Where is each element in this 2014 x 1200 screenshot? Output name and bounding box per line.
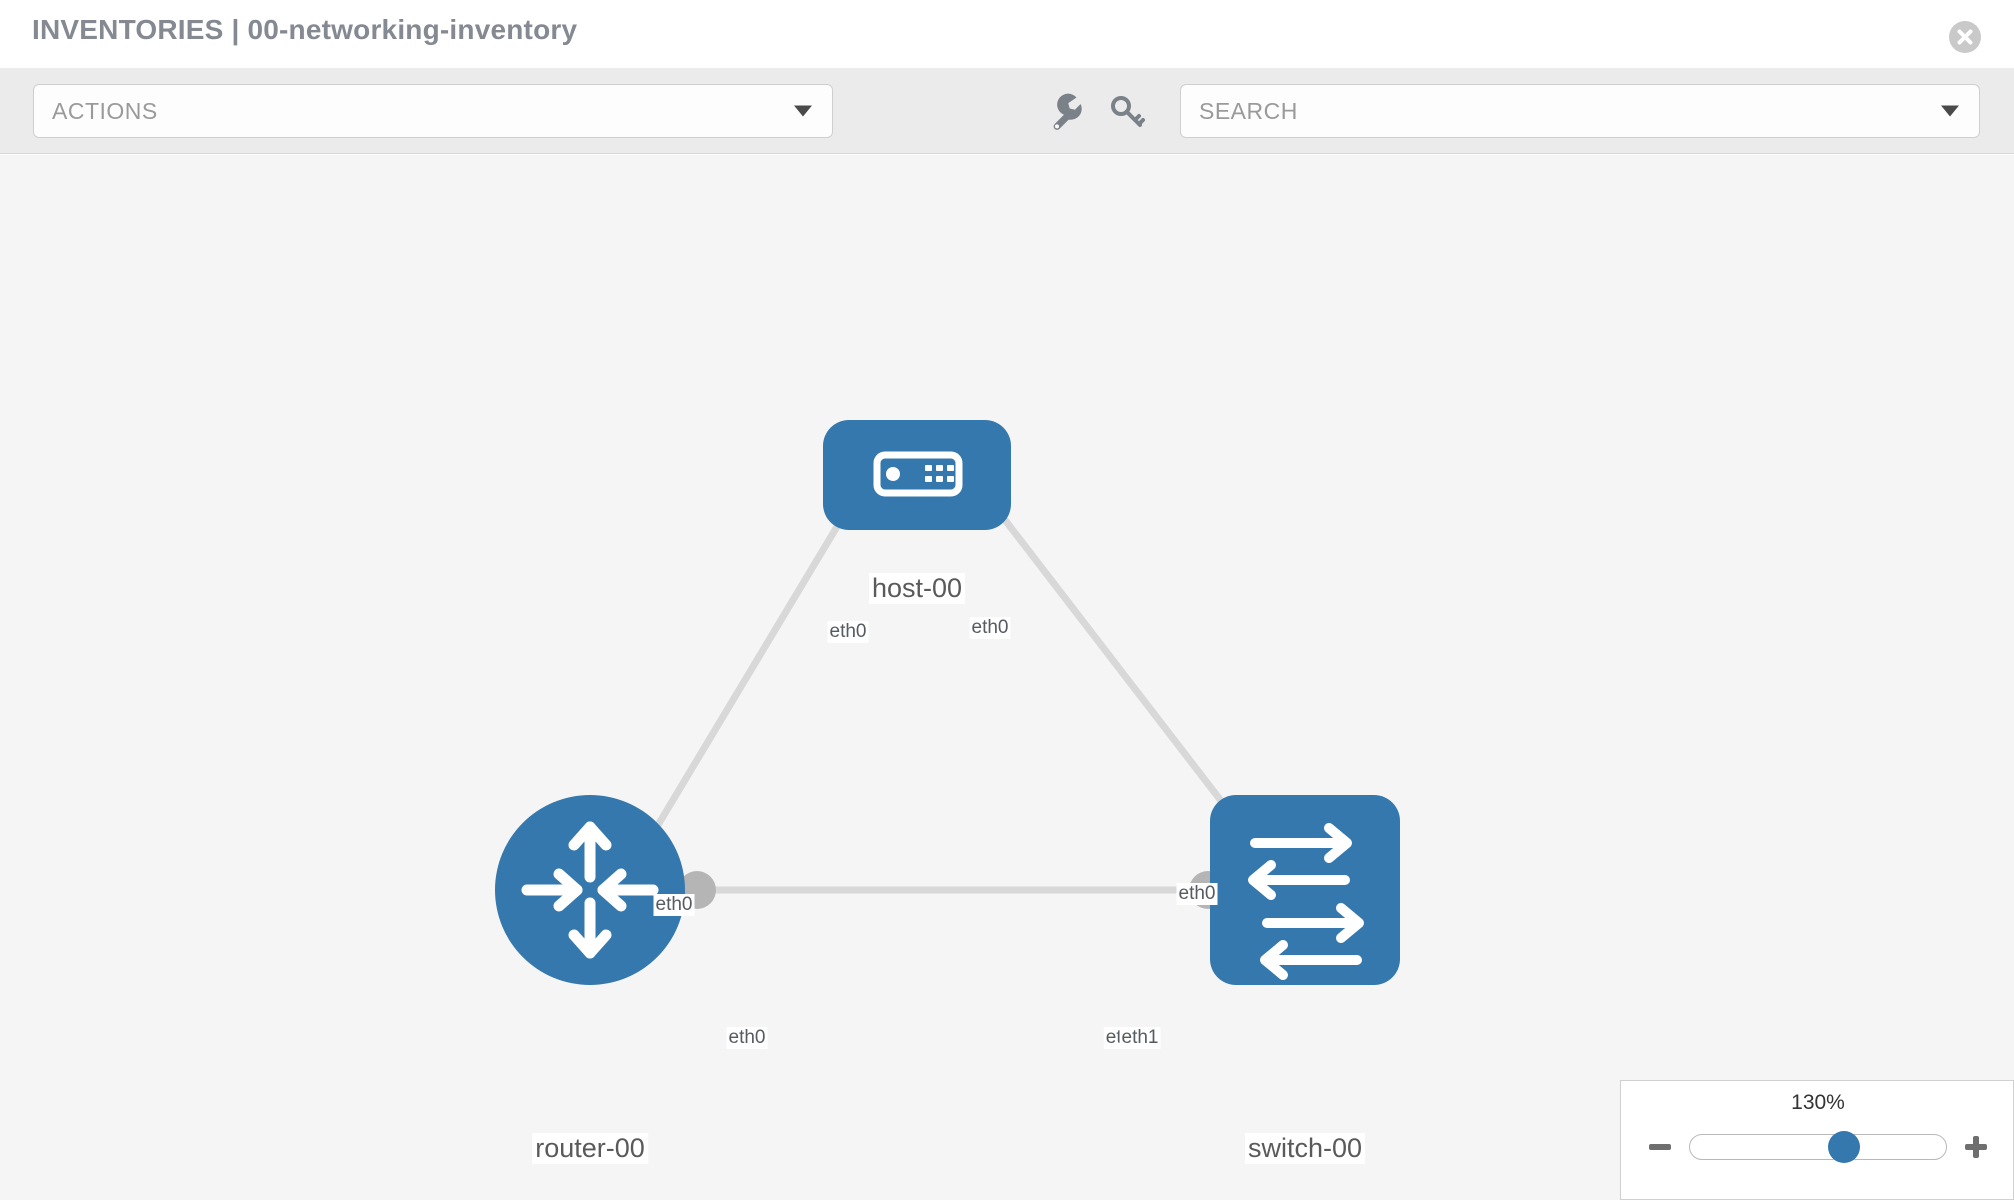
toolbar: ACTIONS SEARCH bbox=[0, 68, 2014, 154]
actions-dropdown[interactable]: ACTIONS bbox=[33, 84, 833, 138]
node-router-00 bbox=[495, 795, 685, 985]
page-header: INVENTORIES | 00-networking-inventory bbox=[0, 0, 2014, 68]
close-icon[interactable] bbox=[1948, 20, 1982, 54]
switch-arrows-icon bbox=[1248, 823, 1364, 980]
page-title: INVENTORIES | 00-networking-inventory bbox=[32, 14, 578, 45]
actions-dropdown-label: ACTIONS bbox=[52, 97, 158, 124]
router-arrows-icon bbox=[521, 821, 659, 959]
iface-label: eth0 bbox=[969, 617, 1011, 639]
node-label-host: host-00 bbox=[868, 573, 966, 604]
zoom-slider-thumb[interactable] bbox=[1827, 1131, 1860, 1163]
search-placeholder: SEARCH bbox=[1199, 97, 1298, 124]
search-input[interactable]: SEARCH bbox=[1180, 84, 1980, 138]
server-icon bbox=[873, 451, 963, 497]
zoom-slider[interactable] bbox=[1689, 1131, 1947, 1163]
iface-label: eth0 bbox=[1176, 883, 1218, 905]
topology-graph bbox=[495, 420, 1400, 985]
zoom-level-value: 130% bbox=[1791, 1091, 1845, 1114]
minus-icon[interactable] bbox=[1643, 1130, 1677, 1164]
zoom-control-panel: 130% bbox=[1620, 1080, 2014, 1200]
iface-label: eth0 bbox=[653, 894, 695, 916]
node-switch-00 bbox=[1210, 795, 1400, 985]
iface-label: eth0 bbox=[827, 621, 869, 643]
node-label-router: router-00 bbox=[532, 1133, 648, 1164]
chevron-down-icon bbox=[794, 105, 812, 117]
plus-icon[interactable] bbox=[1959, 1130, 1993, 1164]
node-host-00 bbox=[823, 420, 1011, 530]
server-icon-details bbox=[886, 465, 954, 482]
key-icon[interactable] bbox=[1104, 88, 1150, 134]
iface-label: eth0 bbox=[726, 1027, 768, 1049]
wrench-icon[interactable] bbox=[1042, 88, 1088, 134]
topology-canvas[interactable]: eth0 eth0 eth0 eth0 eth0 eth eth1 host-0… bbox=[0, 155, 2014, 1200]
chevron-down-icon bbox=[1941, 105, 1959, 117]
node-label-switch: switch-00 bbox=[1244, 1133, 1366, 1164]
iface-label: eth1 bbox=[1119, 1027, 1161, 1049]
